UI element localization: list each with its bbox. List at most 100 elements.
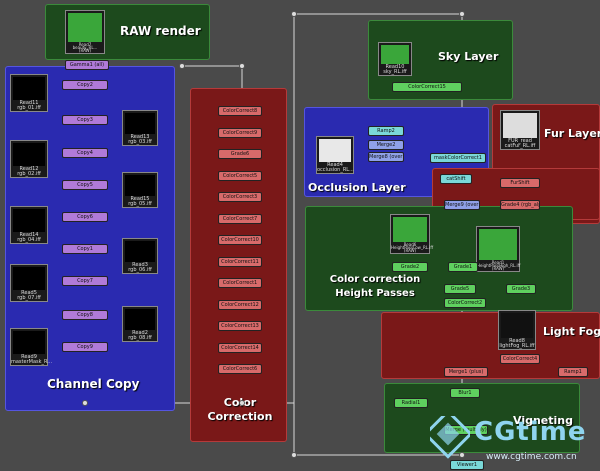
cgtime-logo-icon (430, 416, 470, 459)
merge-plus-node[interactable]: Merge1 (plus) (444, 367, 488, 377)
copy6-node[interactable]: Copy6 (62, 212, 108, 222)
backdrop-light-fog-title: Light Fog (543, 325, 600, 338)
read1-thumbnail (479, 229, 517, 260)
read4-thumbnail (319, 139, 351, 162)
color-correct-node[interactable]: ColorCorrect5 (218, 170, 262, 181)
color-correct-node[interactable]: ColorCorrect3 (218, 192, 262, 202)
read12-label: Read12 rgb_02.iff (17, 166, 41, 177)
colorcorrect15-node[interactable]: ColorCorrect15 (392, 82, 462, 92)
copy1-node[interactable]: Copy1 (62, 244, 108, 254)
read4-node[interactable]: Read4 occlusion_RL... (316, 136, 354, 174)
read12-node[interactable]: Read12 rgb_02.iff (10, 140, 48, 178)
read9-thumbnail (13, 331, 45, 354)
grade5-node[interactable]: Grade5 (444, 284, 476, 294)
blur1-node[interactable]: Blur1 (450, 388, 480, 398)
read10-thumbnail (381, 45, 409, 64)
grade1-node[interactable]: Grade1 (448, 262, 478, 272)
merge2-node[interactable]: Merge2 (368, 140, 404, 150)
read6-thumbnail (393, 217, 427, 242)
read7-node[interactable]: Read7 beauty_RL... (RAW) (65, 10, 105, 54)
dot-node[interactable] (459, 11, 465, 17)
read6-node[interactable]: Read6 HeightPassLow_RL.iff (RAW) (390, 214, 433, 254)
copy7-node[interactable]: Copy7 (62, 276, 108, 286)
copy2-node[interactable]: Copy2 (62, 80, 108, 90)
color-correct-node[interactable]: ColorCorrect9 (218, 127, 262, 138)
backdrop-raw-render-title: RAW render (120, 24, 201, 38)
read15-label: Read15 rgb_05.iff (128, 196, 152, 207)
color-correct-node[interactable]: Grade6 (218, 149, 262, 159)
ramp2-node[interactable]: Ramp2 (368, 126, 404, 136)
read15-thumbnail (125, 175, 155, 196)
color-correct-node[interactable]: ColorCorrect11 (218, 256, 262, 267)
copy4-node[interactable]: Copy4 (62, 148, 108, 158)
cgtime-logo-url: www.cgtime.com.cn (486, 452, 577, 462)
colorcorrect4-node[interactable]: ColorCorrect4 (500, 354, 540, 364)
read3-label: Read3 rgb_06.iff (128, 262, 152, 273)
colorcorrect2-node[interactable]: ColorCorrect2 (444, 298, 486, 308)
cgtime-logo (428, 412, 600, 471)
gamma1-node[interactable]: Gamma1 (all) (65, 60, 109, 70)
dot-node[interactable] (291, 452, 297, 458)
fur-read-thumbnail (503, 113, 537, 138)
backdrop-channel-copy-title: Channel Copy (47, 377, 140, 391)
dot-node[interactable] (239, 400, 245, 406)
read9-node[interactable]: Read9 masterMask_R... (10, 328, 53, 366)
read8-thumbnail (501, 313, 533, 338)
read11-label: Read11 rgb_01.iff (17, 100, 41, 111)
color-correct-node[interactable]: ColorCorrect6 (218, 364, 262, 374)
color-correct-node[interactable]: ColorCorrect1 (218, 278, 262, 288)
read3-thumbnail (125, 241, 155, 262)
mask-color-correct1-node[interactable]: maskColorCorrect1 (430, 153, 486, 163)
viewer1-node[interactable]: Viewer1 (450, 460, 484, 470)
copy9-node[interactable]: Copy9 (62, 342, 108, 352)
read14-label: Read14 rgb_04.iff (17, 232, 41, 243)
color-correct-node[interactable]: ColorCorrect14 (218, 342, 262, 353)
fur-read-node[interactable]: FUR_read catFur_RL.iff (500, 110, 540, 150)
copy5-node[interactable]: Copy5 (62, 180, 108, 190)
grade2-node[interactable]: Grade2 (392, 262, 428, 272)
read14-thumbnail (13, 209, 45, 232)
copy8-node[interactable]: Copy8 (62, 310, 108, 320)
copy3-node[interactable]: Copy3 (62, 115, 108, 125)
read1-node[interactable]: Read1 HeightPassHigh_RL.iff (RAW) (476, 226, 520, 272)
read13-label: Read13 rgb_03.iff (128, 134, 152, 145)
color-correct-node[interactable]: ColorCorrect12 (218, 299, 262, 310)
read2-node[interactable]: Read2 rgb_08.iff (122, 306, 158, 342)
color-correct-node[interactable]: ColorCorrect10 (218, 235, 262, 245)
color-correct-node[interactable]: ColorCorrect13 (218, 321, 262, 331)
backdrop-color-correction-title: Color Correction (207, 396, 273, 423)
dot-node[interactable] (82, 400, 88, 406)
read10-node[interactable]: Read10 sky_RL.iff (378, 42, 412, 76)
merge8-node[interactable]: Merge8 (over) (368, 152, 404, 162)
read15-node[interactable]: Read15 rgb_05.iff (122, 172, 158, 208)
dot1-node[interactable] (459, 452, 465, 458)
dot-node[interactable] (239, 63, 245, 69)
backdrop-vignetting[interactable] (384, 383, 580, 453)
dot-node[interactable] (179, 63, 185, 69)
read8-node[interactable]: Read8 lightFog_RL.iff (498, 310, 536, 350)
ramp1-node[interactable]: Ramp1 (558, 367, 588, 377)
fur-read-label: FUR_read catFur_RL.iff (504, 138, 536, 149)
read3-node[interactable]: Read3 rgb_06.iff (122, 238, 158, 274)
read5-node[interactable]: Read5 rgb_07.iff (10, 264, 48, 302)
grade3-node[interactable]: Grade3 (506, 284, 536, 294)
read14-node[interactable]: Read14 rgb_04.iff (10, 206, 48, 244)
furshift-node[interactable]: FurShift (500, 178, 540, 188)
read9-label: Read9 masterMask_R... (11, 354, 53, 365)
read12-thumbnail (13, 143, 45, 166)
merge9-node[interactable]: Merge9 (over) (444, 200, 480, 210)
read1-label: Read1 HeightPassHigh_RL.iff (RAW) (477, 260, 521, 271)
read13-node[interactable]: Read13 rgb_03.iff (122, 110, 158, 146)
dot-node[interactable] (291, 11, 297, 17)
read4-label: Read4 occlusion_RL... (317, 162, 354, 173)
color-correct-node[interactable]: ColorCorrect7 (218, 213, 262, 224)
read8-label: Read8 lightFog_RL.iff (499, 338, 535, 349)
read7-thumbnail (68, 13, 102, 42)
read2-thumbnail (125, 309, 155, 330)
grade4-node[interactable]: Grade4 (rgb_alpha) (500, 200, 540, 210)
catshift-node[interactable]: catShift (440, 174, 472, 184)
read11-node[interactable]: Read11 rgb_01.iff (10, 74, 48, 112)
radial1-node[interactable]: Radial1 (394, 398, 428, 408)
color-correct-node[interactable]: ColorCorrect8 (218, 106, 262, 116)
read5-label: Read5 rgb_07.iff (17, 290, 41, 301)
